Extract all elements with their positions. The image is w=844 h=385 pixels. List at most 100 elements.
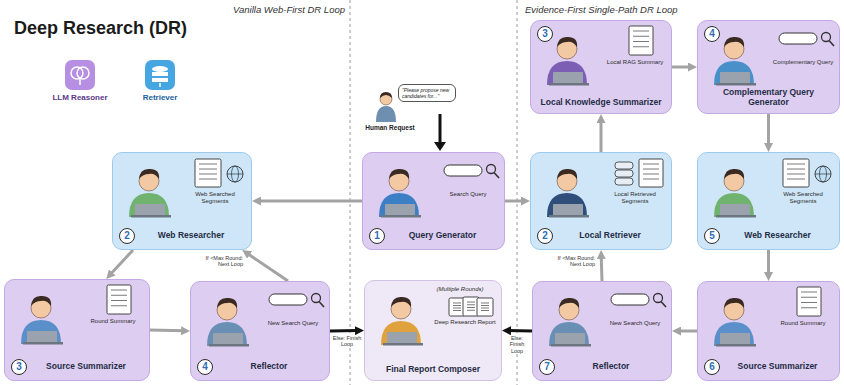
document-line	[801, 302, 817, 303]
node-title: Web Researcher	[722, 231, 833, 241]
person-illustration	[129, 169, 171, 218]
legend-label: Retriever	[130, 93, 190, 102]
magnifier	[822, 33, 831, 42]
document-line	[199, 174, 217, 175]
document-line	[199, 179, 217, 180]
edge-label: If <Max Round: Next Loop	[546, 255, 596, 268]
document-icon	[629, 26, 653, 55]
database-disk	[615, 170, 633, 177]
person-hair	[724, 298, 744, 308]
document-line	[633, 46, 649, 47]
flow-arrow	[508, 329, 532, 332]
icon-part	[77, 67, 89, 79]
legend-icon	[65, 60, 95, 90]
laptop-base	[23, 342, 63, 345]
laptop	[135, 204, 165, 216]
document-line	[467, 307, 475, 308]
document-line	[111, 290, 127, 291]
section-heading: Vanilla Web-First DR Loop	[200, 4, 345, 15]
flow-arrow	[600, 120, 603, 152]
node-title: Local Retriever	[555, 231, 665, 241]
document-line	[643, 179, 659, 180]
document-line	[801, 292, 817, 293]
document-icon	[195, 159, 221, 187]
document-line	[787, 169, 805, 170]
laptop	[553, 204, 583, 216]
laptop-base	[549, 215, 589, 218]
person-hair	[139, 169, 159, 179]
laptop-base	[383, 343, 423, 346]
document-line	[199, 169, 217, 170]
document-line	[643, 174, 659, 175]
laptop-base	[716, 215, 756, 218]
document-line	[453, 303, 461, 304]
step-number: 6	[704, 359, 720, 375]
magnifier	[312, 294, 321, 303]
icon-caption: Local RAG Summary	[604, 59, 666, 66]
magnifier	[654, 294, 663, 303]
icon-caption: Round Summary	[772, 320, 834, 327]
document-line	[453, 305, 461, 306]
legend-label: LLM Reasoner	[50, 93, 110, 102]
edge-label: Else: Finish Loop	[503, 335, 531, 354]
person-body	[381, 321, 421, 345]
step-number: 7	[539, 359, 555, 375]
retriever-box: Web Searched Segments5Web Researcher	[697, 152, 840, 250]
legend-swatch	[65, 60, 95, 90]
document-line	[111, 295, 127, 296]
task-icon	[629, 26, 653, 55]
human-head	[380, 93, 392, 105]
globe-equator	[815, 174, 831, 175]
node-title: Reflector	[557, 362, 665, 372]
icon-caption: New Search Query	[262, 320, 324, 327]
reasoner-box: Complementary Query4Complementary Query …	[697, 20, 840, 114]
globe-equator	[227, 174, 243, 175]
document-line	[787, 174, 805, 175]
node-title: Web Researcher	[137, 231, 245, 241]
laptop-base	[716, 83, 756, 86]
person-body	[714, 61, 754, 85]
composer-box: (Multiple Rounds)Deep Research ReportFin…	[364, 280, 502, 381]
person-illustration	[714, 169, 756, 218]
person-hair	[31, 296, 51, 306]
section-heading: Evidence-First Single-Path DR Loop	[525, 4, 725, 15]
divider-line	[350, 0, 351, 385]
icon-part	[79, 79, 81, 85]
person-body	[714, 193, 754, 217]
magnifier-handle	[661, 302, 666, 308]
icon-caption: Complementary Query	[772, 59, 834, 66]
laptop	[720, 333, 750, 345]
human-body	[376, 106, 396, 122]
step-number: 2	[119, 228, 135, 244]
laptop	[27, 331, 57, 343]
document-line	[481, 303, 489, 304]
icon-caption: Web Searched Segments	[184, 191, 246, 205]
laptop-base	[381, 215, 421, 218]
globe	[227, 166, 243, 182]
node-note: (Multiple Rounds)	[424, 286, 496, 293]
legend-item: Retriever	[130, 60, 190, 102]
search-bar	[269, 294, 307, 305]
document-line	[643, 164, 659, 165]
person-body	[379, 193, 419, 217]
task-icon	[107, 285, 131, 314]
reasoner-box: New Search Query7Reflector	[532, 281, 672, 381]
person-body	[21, 320, 61, 344]
icon-part	[159, 83, 161, 87]
icon-part	[152, 72, 168, 76]
document-line	[111, 300, 127, 301]
retriever-box: Local Retrieved Segments2Local Retriever	[530, 152, 672, 250]
laptop	[720, 204, 750, 216]
person-illustration	[714, 298, 756, 347]
task-icon	[444, 165, 499, 179]
reasoner-box: Search Query1Query Generator	[362, 152, 505, 250]
laptop	[213, 333, 243, 345]
request-arrowhead	[434, 142, 446, 151]
document-line	[787, 179, 805, 180]
legend-item: LLM Reasoner	[50, 60, 110, 102]
actor-label: Human Request	[362, 124, 418, 131]
document-line	[633, 41, 649, 42]
task-icon	[195, 159, 243, 187]
reasoner-box: Round Summary6Source Summarizer	[697, 281, 840, 381]
person-illustration	[381, 297, 423, 346]
